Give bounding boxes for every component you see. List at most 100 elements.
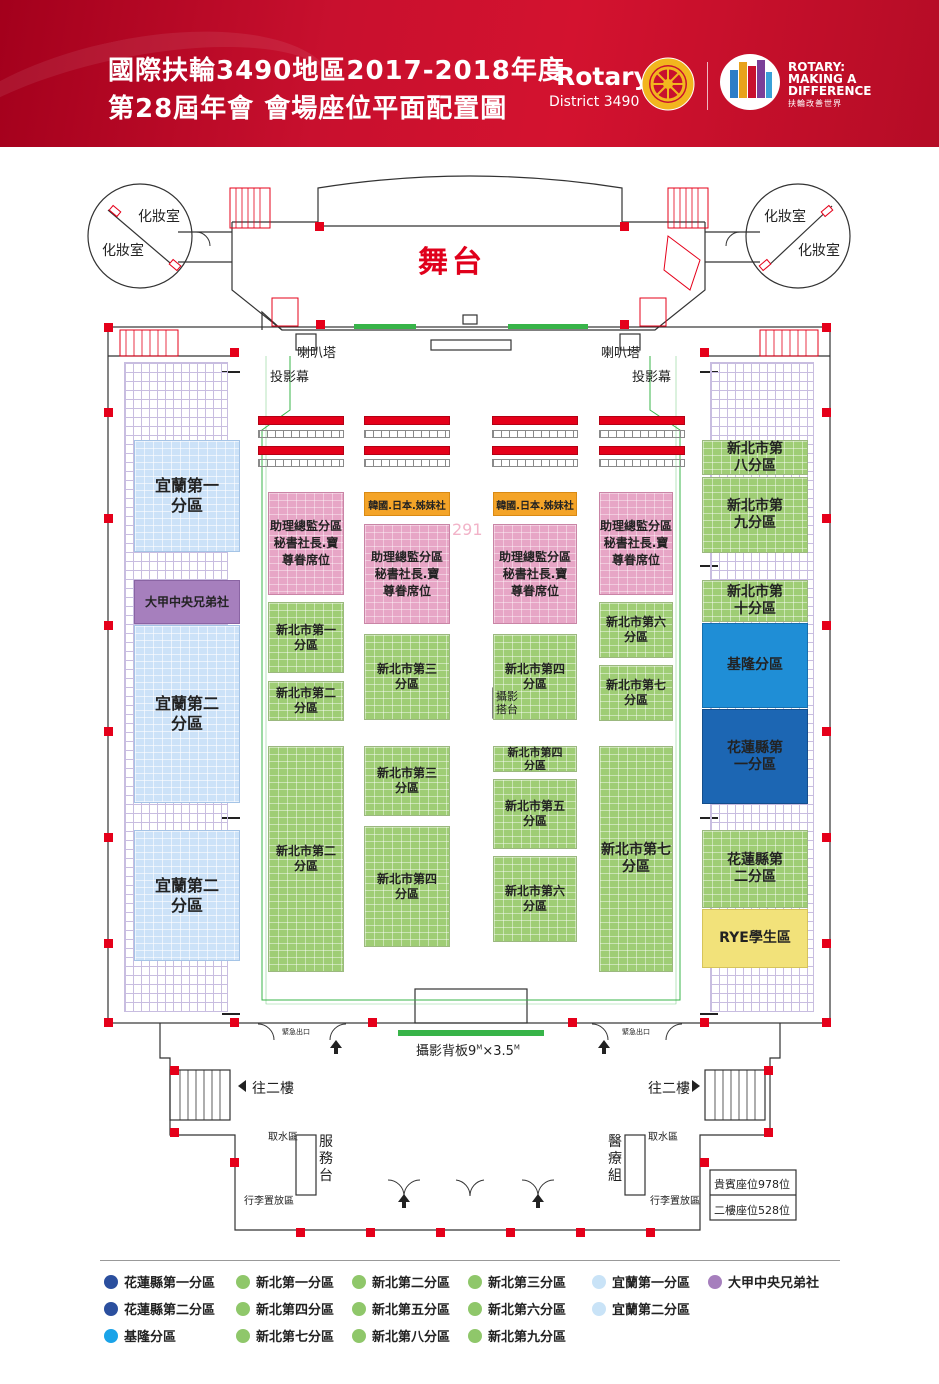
second-floor-seats-count: 二樓座位528位 <box>714 1204 790 1217</box>
zone-nt-3a: 新北市第三分區 <box>364 634 450 720</box>
zone-hualien-1: 花蓮縣第一分區 <box>702 709 808 804</box>
pillar <box>822 621 831 630</box>
projection-screen-left: 投影幕 <box>270 370 310 385</box>
pillar <box>230 348 239 357</box>
pillar <box>822 727 831 736</box>
medical-label: 醫療組 <box>608 1134 622 1184</box>
pillar <box>568 1018 577 1027</box>
pillar <box>104 939 113 948</box>
to-second-floor-right: 往二樓 <box>648 1081 690 1097</box>
legend-swatch <box>468 1328 482 1343</box>
pillar <box>620 222 629 231</box>
zone-assist-a: 助理總監分區秘書社長.寶尊眷席位 <box>268 492 344 595</box>
pillar <box>822 1018 831 1027</box>
legend-item: 宜蘭第二分區 <box>592 1299 690 1318</box>
seat-row <box>364 430 450 438</box>
zone-korea-japan-right: 韓國.日本.姊妹社 <box>493 492 577 516</box>
legend-label: 花蓮縣第二分區 <box>124 1303 216 1318</box>
zone-yilan-1-label: 宜蘭第一分區 <box>154 476 219 515</box>
legend-swatch <box>104 1301 118 1316</box>
pillar <box>368 1018 377 1027</box>
legend-swatch <box>104 1328 118 1343</box>
speaker-tower-left: 喇叭塔 <box>297 346 337 361</box>
zone-nt-5: 新北市第五分區 <box>493 779 577 849</box>
photo-backdrop-unit-1: M <box>476 1043 483 1052</box>
photo-platform-label: 攝影搭台 <box>496 690 518 716</box>
legend-swatch <box>236 1328 250 1343</box>
pillar <box>170 1066 179 1075</box>
door-note-right: 緊急出口 <box>622 1028 650 1036</box>
seat-row <box>492 459 578 467</box>
legend-item: 大甲中央兄弟社 <box>708 1272 819 1291</box>
rotary-wheel-icon <box>641 57 695 111</box>
logo-divider <box>707 62 708 110</box>
stage-label: 舞台 <box>418 245 486 280</box>
zone-nt-4a: 新北市第四分區 <box>493 634 577 720</box>
vip-row <box>258 416 344 425</box>
zone-nt-2b: 新北市第二分區 <box>268 746 344 972</box>
pillar <box>822 323 831 332</box>
legend-label: 新北第一分區 <box>256 1276 335 1291</box>
legend-label: 新北第五分區 <box>372 1303 451 1318</box>
zone-nt-7b: 新北市第七分區 <box>599 746 673 972</box>
pillar <box>104 727 113 736</box>
legend-swatch <box>352 1274 366 1289</box>
legend-label: 新北第八分區 <box>372 1330 451 1345</box>
zone-nt-3a-label: 新北市第三分區 <box>376 662 437 691</box>
pillar <box>104 621 113 630</box>
legend-item: 新北第四分區 <box>236 1299 334 1318</box>
pillar <box>506 1228 515 1237</box>
zone-yilan-2b-label: 宜蘭第二分區 <box>154 875 219 915</box>
overlay-number: 291 <box>452 520 483 539</box>
pillar <box>822 939 831 948</box>
zone-nt-4c-label: 新北市第四分區 <box>507 746 563 772</box>
pillar <box>230 1018 239 1027</box>
water-right: 取水區 <box>648 1132 678 1143</box>
legend-item: 新北第二分區 <box>352 1272 450 1291</box>
vip-seats-count: 貴賓座位978位 <box>714 1178 790 1191</box>
speaker-tower-right: 喇叭塔 <box>601 346 641 361</box>
legend-swatch <box>592 1301 606 1316</box>
vip-row <box>364 416 450 425</box>
pillar <box>104 514 113 523</box>
legend-item: 新北第七分區 <box>236 1326 334 1345</box>
pillar <box>700 348 709 357</box>
zone-assist-c-label: 助理總監分區秘書社長.寶尊眷席位 <box>499 549 572 598</box>
legend-item: 新北第九分區 <box>468 1326 566 1345</box>
zone-nt-3b-label: 新北市第三分區 <box>376 766 437 795</box>
zone-assist-b: 助理總監分區秘書社長.寶尊眷席位 <box>364 524 450 624</box>
zone-yilan-1: 宜蘭第一分區 <box>134 440 240 552</box>
door-note-left: 緊急出口 <box>282 1028 310 1036</box>
zone-yilan-2a: 宜蘭第二分區 <box>134 625 240 803</box>
zone-nt-4b: 新北市第四分區 <box>364 826 450 947</box>
legend-item: 花蓮縣第二分區 <box>104 1299 215 1318</box>
zone-yilan-2a-label: 宜蘭第二分區 <box>154 694 219 733</box>
zone-hualien-2: 花蓮縣第二分區 <box>702 830 808 908</box>
zone-assist-b-label: 助理總監分區秘書社長.寶尊眷席位 <box>371 549 444 598</box>
pillar <box>316 320 325 329</box>
making-text-3: DIFFERENCE <box>788 84 872 98</box>
makeup-room-label-2: 化妝室 <box>102 243 144 259</box>
photo-backdrop-text: 攝影背板9 <box>416 1044 477 1059</box>
zone-nt-10: 新北市第十分區 <box>702 580 808 622</box>
zone-korea-japan-left: 韓國.日本.姊妹社 <box>364 492 450 516</box>
seat-row <box>599 430 685 438</box>
zone-nt-4a-label: 新北市第四分區 <box>504 662 565 691</box>
legend-item: 宜蘭第一分區 <box>592 1272 690 1291</box>
pillar <box>576 1228 585 1237</box>
zone-yilan-2b: 宜蘭第二分區 <box>134 830 240 961</box>
projection-screen-right: 投影幕 <box>632 370 672 385</box>
pillar <box>315 222 324 231</box>
title-line-2: 第28屆年會 會場座位平面配置圖 <box>108 94 508 124</box>
zone-nt-9-label: 新北市第九分區 <box>727 498 783 531</box>
seat-row <box>258 430 344 438</box>
zone-nt-6b-label: 新北市第六分區 <box>505 884 566 913</box>
legend-item: 新北第六分區 <box>468 1299 566 1318</box>
rotary-wordmark: Rotary <box>556 62 650 91</box>
pillar <box>764 1066 773 1075</box>
zone-rye: RYE學生區 <box>702 909 808 968</box>
legend-swatch <box>236 1301 250 1316</box>
seat-row <box>599 459 685 467</box>
service-desk-label: 服務台 <box>319 1134 333 1184</box>
legend-divider <box>100 1260 840 1261</box>
